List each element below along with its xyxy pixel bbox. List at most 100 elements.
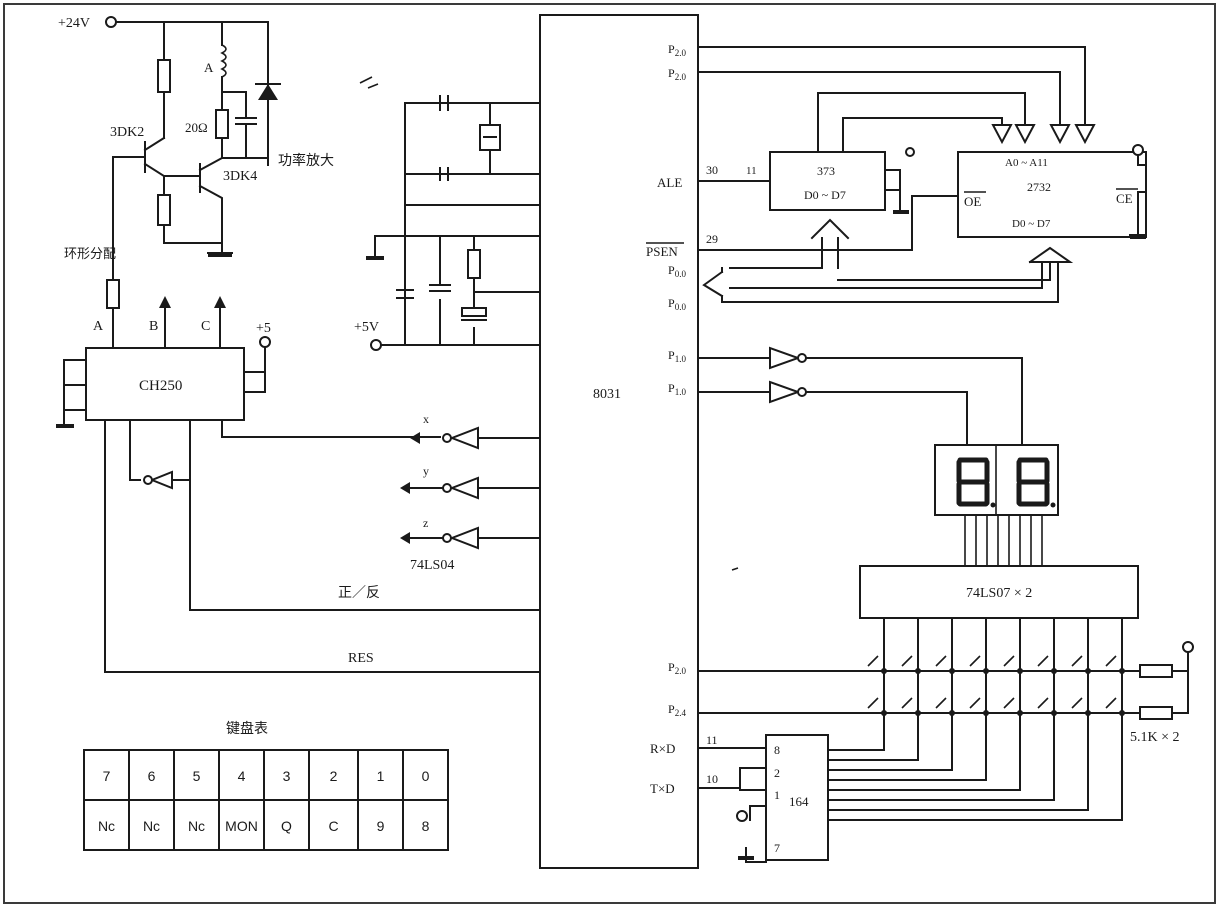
addr-arrow-3 [1014,124,1036,145]
ch250-inverter [149,470,173,490]
pullup-resistor-2 [1139,706,1173,720]
keyboard-cell: 3 [283,768,291,784]
txd-pin-num: 10 [706,772,718,786]
axis-x-label: x [423,412,429,426]
pin-rxd-label: R×D [650,741,675,756]
key-matrix: 5.1K × 2 [697,617,1194,821]
keyboard-cell: 7 [103,768,111,784]
coil-label: A [204,60,214,75]
keyboard-title: 键盘表 [226,720,268,737]
rxd-pin-num: 11 [706,733,718,747]
arrow-y-icon [400,482,410,494]
keyboard-cell: Nc [98,818,115,834]
pullup-label: 5.1K × 2 [1130,730,1180,745]
keyboard-cell: MON [225,818,258,834]
scan-specks [359,76,739,571]
plus24v-label: +24V [58,16,90,31]
arrow-x-icon [410,432,420,444]
keyboard-cell: 1 [377,768,385,784]
shift-chip [765,734,829,861]
axis-y-label: y [423,464,429,478]
buffer-74ls07 [859,565,1139,619]
keyboard-cell: 5 [193,768,201,784]
ring-resistor [106,279,120,309]
keyboard-cell: 8 [422,818,430,834]
arrow-b-icon [159,296,171,308]
digit-2 [1016,457,1056,508]
ch250-ground [56,424,74,428]
diagram-frame [3,3,1216,904]
ch250-label: CH250 [139,378,182,394]
power-driver-stage: +24V A 20Ω 3DK2 3DK4 功率放大 环形分配 [58,16,334,349]
shift-label: 164 [789,794,809,809]
cpu-ground [366,256,384,260]
amp-label: 功率放大 [278,152,334,169]
reset-label: RES [348,651,374,666]
reset-cap [461,307,487,317]
latch-pin-in: 11 [746,165,757,177]
buffer-label: 74LS07 × 2 [966,586,1032,601]
inverter-y [449,476,479,500]
eprom-ce: CE [1116,191,1133,206]
addr-arrow-2 [1049,124,1071,145]
plus5-label: +5 [256,321,271,336]
shift-pin-2: 2 [774,766,780,780]
transistor1-label: 3DK2 [110,125,144,140]
pullup-resistor-1 [1139,664,1173,678]
keyboard-cell: 9 [377,818,385,834]
collector-resistor [157,59,171,93]
eprom-oe: OE [964,194,981,209]
keyboard-cell: 6 [148,768,156,784]
ch250-distributor: A B C CH250 +5 [56,296,541,673]
driver-ground [208,253,232,257]
pin-ale-label: ALE [657,175,682,190]
shift-pin-1: 1 [774,788,780,802]
shift-pin-7: 7 [774,841,780,855]
plus5v-terminal [370,339,382,351]
cpu-label: 8031 [593,387,621,402]
direction-label: 正／反 [338,585,380,601]
resistor-20ohm-label: 20Ω [185,120,208,135]
resistor-20ohm [215,109,229,139]
axis-z-label: z [423,516,428,530]
keyboard-cell: 2 [330,768,338,784]
digit-1 [956,457,996,508]
keyboard-cell: Q [281,818,292,834]
ring-label: 环形分配 [64,246,116,261]
bias-resistor [157,194,171,226]
keyboard-cell: Nc [143,818,160,834]
pin-psen-label: PSEN [646,244,678,259]
shift-register-164: 164 8 2 1 7 [697,734,1123,863]
inverter-x [449,426,479,450]
eprom-addr: A0 ~ A11 [1005,157,1048,169]
psen-pin-num: 29 [706,232,718,246]
shift-pin-8: 8 [774,743,780,757]
ch250-out-a: A [93,319,104,334]
plus24v-terminal [105,16,117,28]
eprom-label: 2732 [1027,180,1051,194]
clock-reset-network: 18 19 31 20 9 40 +5V [354,95,562,351]
inverter-disp-2 [769,380,801,404]
memory-section: 373 D0 ~ D7 11 A0 ~ A11 2732 OE CE D0 ~ … [697,46,1147,303]
reset-resistor [467,249,481,279]
ch250-out-b: B [149,319,158,334]
axis-outputs: x y z 74LS04 正／反 RES P1.5 P1.6 P1.7 P1.6… [338,412,566,685]
display-drivers: 74LS07 × 2 [697,346,1139,619]
plus5-terminal [259,336,271,348]
ch250-out-c: C [201,319,210,334]
keyboard-cell: Nc [188,818,205,834]
latch-373 [769,151,886,211]
plus5v-label: +5V [354,320,379,335]
inverter-part-label: 74LS04 [410,558,454,573]
addr-arrow-4 [991,124,1013,145]
eprom-data: D0 ~ D7 [1012,218,1051,230]
eprom-2732 [957,151,1147,238]
inverter-disp-1 [769,346,801,370]
keyboard-cell: 0 [422,768,430,784]
latch-label: 373 [817,164,835,178]
inverter-z [449,526,479,550]
arrow-c-icon [214,296,226,308]
